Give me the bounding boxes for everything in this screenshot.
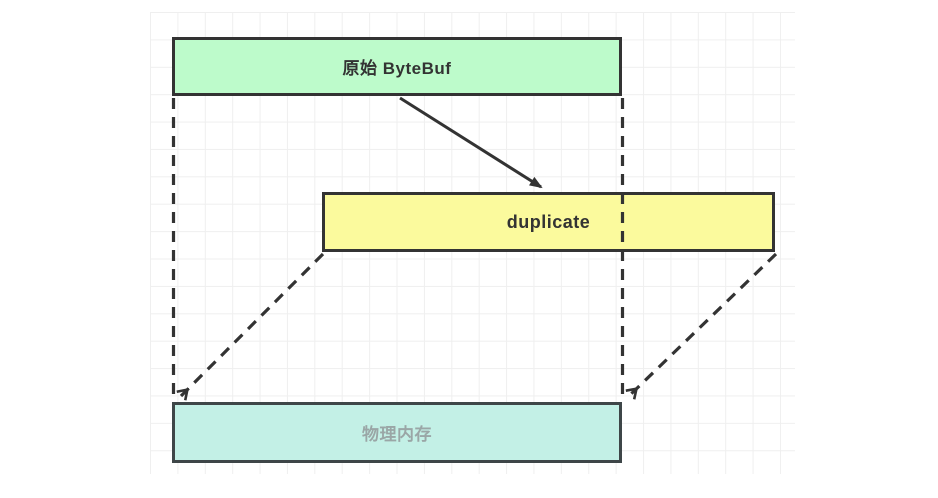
node-physical-memory: 物理内存	[172, 402, 622, 463]
node-original-bytebuf: 原始 ByteBuf	[172, 37, 622, 96]
node-original-bytebuf-label: 原始 ByteBuf	[342, 59, 452, 78]
node-duplicate: duplicate	[322, 192, 775, 252]
node-physical-memory-label: 物理内存	[362, 425, 432, 444]
node-duplicate-label: duplicate	[506, 211, 591, 232]
